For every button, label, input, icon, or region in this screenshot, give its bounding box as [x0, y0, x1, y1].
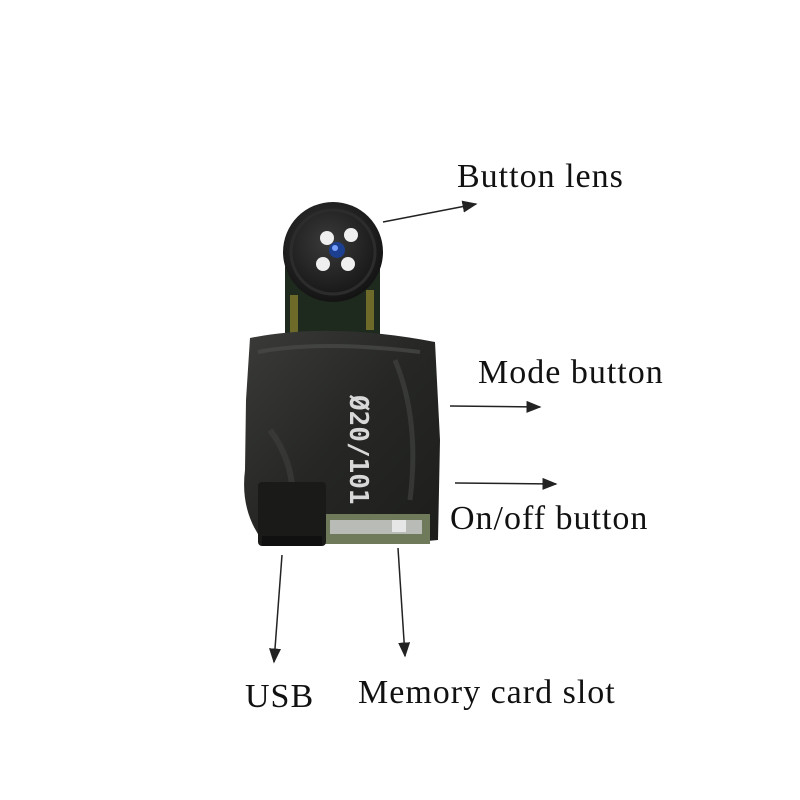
usb-port [258, 482, 326, 546]
label-mode-button: Mode button [478, 354, 664, 391]
button-lens [283, 202, 383, 302]
arrow-usb [269, 554, 283, 664]
arrow-onoff-button [454, 477, 558, 490]
arrow-button-lens [382, 200, 478, 223]
module-print: Ø20/101 [343, 394, 373, 505]
arrow-mode-button [449, 400, 542, 413]
label-usb: USB [245, 678, 315, 715]
label-onoff-button: On/off button [450, 500, 649, 537]
label-button-lens: Button lens [457, 158, 624, 195]
label-memory-card-slot: Memory card slot [358, 674, 616, 711]
arrow-memory-card-slot [397, 547, 411, 658]
